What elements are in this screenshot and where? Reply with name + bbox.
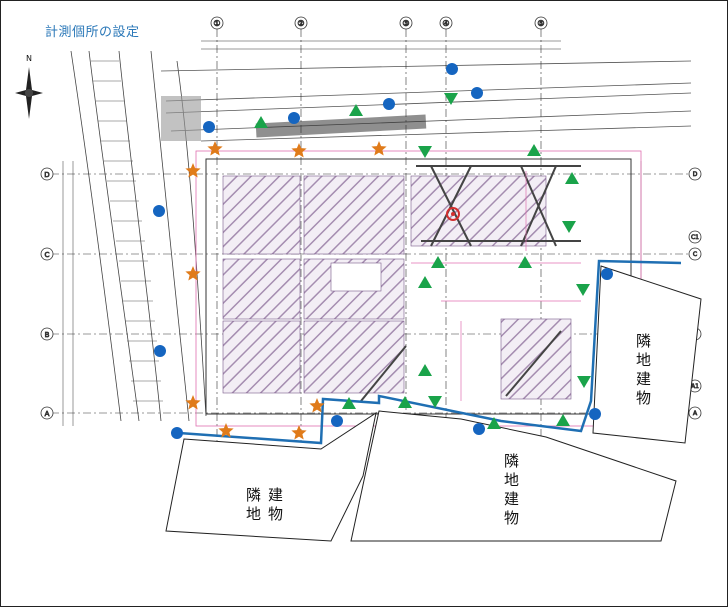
measurement-triangle-marker — [576, 284, 590, 296]
measurement-triangle-marker — [562, 221, 576, 233]
measurement-star-marker — [309, 398, 325, 413]
measurement-triangle-marker — [527, 144, 541, 156]
bracing — [360, 165, 581, 402]
measurement-circle-marker — [473, 423, 485, 435]
measurement-triangle-marker — [556, 414, 570, 426]
measurement-circle-marker — [446, 63, 458, 75]
building-char: 建 — [502, 491, 520, 510]
measurement-circle-marker — [589, 408, 601, 420]
grid-bubbles-left: D C B A — [40, 167, 54, 420]
grid-row-right-A1: A1 — [691, 383, 699, 390]
measurement-circle-marker — [471, 87, 483, 99]
grid-label-5: ⑤ — [537, 19, 544, 28]
neighbor-building-label-left-2: 建物 — [265, 487, 285, 525]
grid-row-D: D — [44, 171, 49, 179]
compass-icon: N — [15, 54, 43, 119]
building-char: 建 — [634, 371, 652, 390]
measurement-triangle-marker — [428, 396, 442, 408]
measurement-star-marker — [291, 425, 307, 440]
target-marker — [446, 207, 460, 221]
building-char: 物 — [266, 506, 284, 525]
measurement-star-marker — [207, 141, 223, 156]
grid-row-C: C — [45, 251, 50, 259]
grid-bubbles-top: ① ② ③ ④ ⑤ — [210, 16, 548, 30]
measurement-triangle-marker — [349, 104, 363, 116]
grid-row-B: B — [45, 331, 50, 339]
measurement-triangle-marker — [444, 93, 458, 105]
measurement-circle-marker — [288, 112, 300, 124]
road-parking-ticks — [91, 60, 163, 402]
neighbor-building-label-bottom: 隣地建物 — [501, 453, 521, 529]
compass-north-label: N — [26, 54, 32, 63]
measurement-star-marker — [291, 143, 307, 158]
measurement-circle-marker — [153, 205, 165, 217]
measurement-star-marker — [185, 395, 201, 410]
grid-row-right-D: D — [693, 171, 698, 178]
neighbor-building-label-left: 隣地 — [243, 487, 263, 525]
measurement-triangle-marker — [565, 172, 579, 184]
measurement-triangle-marker — [577, 376, 591, 388]
measurement-triangle-marker — [487, 417, 501, 429]
building-char: 隣 — [634, 333, 652, 352]
building-char: 物 — [634, 390, 652, 409]
boundary-line — [178, 259, 682, 445]
measurement-triangle-marker — [418, 146, 432, 158]
measurement-star-marker — [185, 266, 201, 281]
measurement-triangle-marker — [398, 396, 412, 408]
grid-row-right-C: C — [693, 251, 697, 258]
building-char: 物 — [502, 510, 520, 529]
building-char: 地 — [244, 506, 262, 525]
measurement-circle-marker — [383, 98, 395, 110]
building-char: 地 — [502, 472, 520, 491]
measurement-triangle-marker — [418, 364, 432, 376]
upper-road — [160, 60, 692, 142]
star-markers — [185, 141, 387, 440]
circle-markers — [153, 63, 613, 439]
triangle-markers — [254, 93, 591, 429]
grid-label-4: ④ — [442, 19, 449, 28]
grid-row-right-C1: C1 — [691, 234, 699, 241]
measurement-triangle-marker — [418, 276, 432, 288]
measurement-circle-marker — [154, 345, 166, 357]
figure-title: 計測個所の設定 — [45, 25, 140, 40]
stair-block — [161, 96, 201, 141]
measurement-circle-marker — [601, 268, 613, 280]
neighbor-building-right — [592, 265, 702, 444]
measurement-star-marker — [185, 163, 201, 178]
measurement-triangle-marker — [431, 256, 445, 268]
measurement-circle-marker — [331, 415, 343, 427]
grid-label-3: ③ — [402, 19, 409, 28]
measurement-circle-marker — [171, 427, 183, 439]
neighbor-building-left — [165, 411, 377, 542]
neighbor-building-bottom — [350, 410, 677, 542]
grid-label-2: ② — [297, 19, 304, 28]
measurement-triangle-marker — [254, 116, 268, 128]
measurement-triangle-marker — [518, 256, 532, 268]
measurement-star-marker — [218, 423, 234, 438]
retaining-wall — [255, 114, 427, 138]
building-char: 隣 — [244, 487, 262, 506]
hatched-areas — [222, 175, 572, 400]
measurement-star-marker — [371, 141, 387, 156]
building-char: 建 — [266, 487, 284, 506]
measurement-triangle-marker — [342, 397, 356, 409]
grid-row-right-A: A — [693, 410, 698, 417]
grid-row-A: A — [45, 410, 50, 418]
measurement-circle-marker — [203, 121, 215, 133]
building-char: 隣 — [502, 453, 520, 472]
grid-label-1: ① — [213, 19, 220, 28]
neighbor-building-label-right: 隣地建物 — [633, 333, 653, 409]
road — [70, 50, 207, 422]
building-char: 地 — [634, 352, 652, 371]
